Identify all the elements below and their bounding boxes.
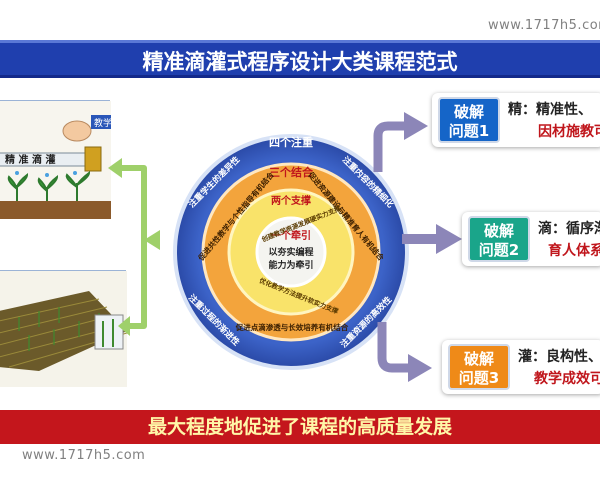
problem-2-text: 滴：循序渐 xyxy=(538,221,600,237)
problem-badge-2: 破解 问题2 xyxy=(468,216,530,262)
concentric-diagram: 四个注重 三个结合 两个支撑 一个牵引 以夯实编程 能力为牵引 注重内容的精细化… xyxy=(173,134,409,370)
problem-1-subtext: 因材施教可 xyxy=(538,124,600,140)
arrow-to-problem-1 xyxy=(373,112,428,172)
drip-irrigation-drawing: 教学 精 准 滴 灌 xyxy=(0,101,113,219)
problem-badge-1-line1: 破解 xyxy=(453,103,484,121)
inner-circle xyxy=(255,216,327,288)
inner-line-2: 能力为牵引 xyxy=(268,259,313,271)
problem-badge-1: 破解 问题1 xyxy=(438,97,500,143)
green-double-arrow xyxy=(108,158,160,336)
page-title: 精准滴灌式程序设计大类课程范式 xyxy=(0,40,600,78)
pipe-label: 精 准 滴 灌 xyxy=(5,153,55,166)
arrow-to-problem-3 xyxy=(377,322,432,382)
inner-line-1: 以夯实编程 xyxy=(268,246,313,258)
crop-field-illustration xyxy=(0,270,128,387)
inner-title: 一个牵引 xyxy=(271,229,311,242)
problem-1-text: 精：精准性、 xyxy=(508,102,592,118)
second-ring-title: 两个支撑 xyxy=(271,194,311,207)
problem-badge-3-line1: 破解 xyxy=(463,350,494,368)
crop-field-drawing xyxy=(0,271,128,387)
watermark-top: www.1717h5.com xyxy=(478,14,600,37)
third-item-drip: 促进点滴渗透与长效培养有机结合 xyxy=(235,322,349,332)
third-ring-title: 三个结合 xyxy=(269,165,314,179)
problem-card-2: 破解 问题2 滴：循序渐 育人体系 xyxy=(462,212,600,266)
watermark-bottom: www.1717h5.com xyxy=(12,444,156,467)
problem-card-1: 破解 问题1 精：精准性、 因材施教可 xyxy=(432,93,600,147)
problem-badge-3: 破解 问题3 xyxy=(448,344,510,390)
problem-2-subtext: 育人体系 xyxy=(548,243,600,259)
problem-card-3: 破解 问题3 灌：良构性、 教学成效可 xyxy=(442,340,600,394)
arrow-to-problem-2 xyxy=(402,224,462,254)
outer-ring-title: 四个注重 xyxy=(269,135,313,149)
problem-3-subtext: 教学成效可 xyxy=(534,371,600,387)
problem-badge-3-line2: 问题3 xyxy=(458,369,500,387)
problem-badge-2-line1: 破解 xyxy=(483,222,514,240)
footer-banner: 最大程度地促进了课程的高质量发展 xyxy=(0,410,600,444)
problem-badge-1-line2: 问题1 xyxy=(448,122,490,140)
problem-3-text: 灌：良构性、 xyxy=(518,349,600,365)
drip-irrigation-illustration: 教学 精 准 滴 灌 xyxy=(0,100,113,219)
problem-badge-2-line2: 问题2 xyxy=(478,241,520,259)
hand-label: 教学 xyxy=(94,117,111,129)
